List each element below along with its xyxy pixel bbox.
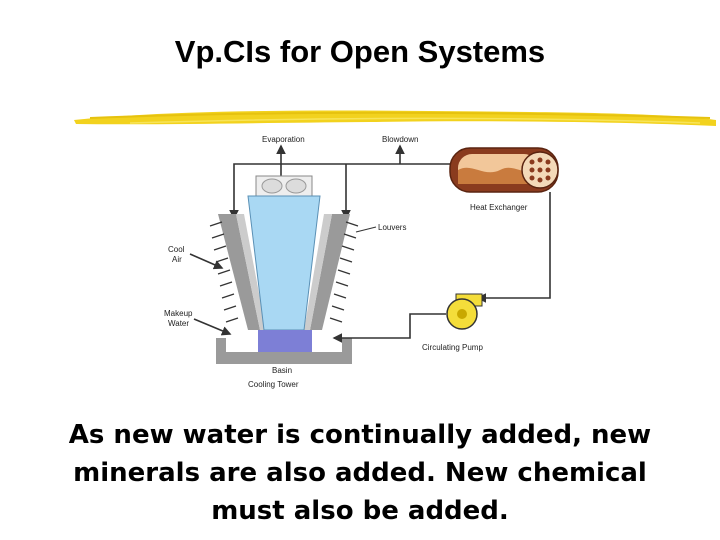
caption-line: As new water is continually added, new [68,420,652,450]
label-makeup-1: Makeup [164,309,193,318]
cool-air-arrow [189,253,224,270]
heat-exchanger [449,147,559,193]
label-heat-exchanger: Heat Exchanger [470,203,528,212]
label-circulating-pump: Circulating Pump [422,343,483,352]
title-underline-brush [74,110,716,126]
cooling-tower [209,175,359,364]
label-blowdown: Blowdown [382,135,418,144]
label-basin: Basin [272,366,292,375]
label-cool-air-2: Air [172,255,182,264]
slide-caption: As new water is continually added, new m… [0,416,720,530]
label-cooling-tower: Cooling Tower [248,380,299,389]
label-louvers: Louvers [378,223,406,232]
label-makeup-2: Water [168,319,189,328]
supply-pipe [332,192,551,343]
slide-title: Vp.CIs for Open Systems [174,34,546,69]
caption-line: must also be added. [211,496,509,526]
label-cool-air-1: Cool [168,245,185,254]
cooling-system-diagram: Evaporation Blowdown [164,135,559,389]
makeup-water-arrow [193,318,232,336]
circulating-pump [446,293,483,330]
caption-line: minerals are also added. New chemical [73,458,647,488]
label-evaporation: Evaporation [262,135,305,144]
return-pipe [229,163,450,220]
